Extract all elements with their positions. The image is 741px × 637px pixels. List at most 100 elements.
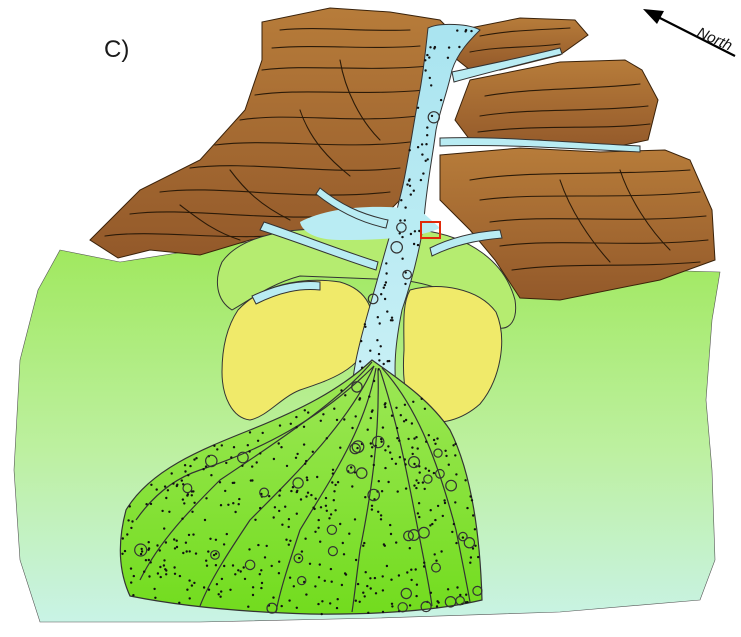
stipple-dot [412, 401, 414, 403]
stipple-dot [284, 506, 286, 508]
stipple-dot [317, 527, 319, 529]
stipple-dot [306, 476, 308, 478]
stipple-dot [379, 322, 381, 324]
stipple-dot [384, 402, 386, 404]
stipple-dot [428, 56, 430, 58]
stipple-dot [326, 437, 328, 439]
stipple-dot [348, 533, 350, 535]
stipple-dot [296, 607, 298, 609]
stipple-dot [130, 567, 132, 569]
stipple-dot [223, 565, 225, 567]
stipple-dot [286, 465, 288, 467]
stipple-dot [221, 444, 223, 446]
stipple-dot [213, 554, 215, 556]
stipple-dot [389, 524, 391, 526]
stipple-dot [389, 451, 391, 453]
stipple-dot [173, 566, 175, 568]
stipple-dot [429, 77, 431, 79]
stipple-dot [273, 458, 275, 460]
stipple-dot [251, 465, 253, 467]
stipple-dot [418, 516, 420, 518]
stipple-dot [368, 395, 370, 397]
stipple-dot [257, 544, 259, 546]
stipple-dot [404, 283, 406, 285]
stipple-dot [413, 243, 415, 245]
stipple-dot [124, 550, 126, 552]
stipple-dot [404, 463, 406, 465]
stipple-dot [455, 473, 457, 475]
stipple-dot [319, 563, 321, 565]
stipple-dot [320, 420, 322, 422]
stipple-dot [141, 548, 143, 550]
stipple-dot [414, 230, 416, 232]
stipple-dot [421, 143, 423, 145]
stipple-dot [355, 600, 357, 602]
stipple-dot [325, 505, 327, 507]
stipple-dot [406, 571, 408, 573]
stipple-dot [303, 426, 305, 428]
stipple-dot [405, 419, 407, 421]
stipple-dot [330, 513, 332, 515]
stipple-dot [191, 584, 193, 586]
stipple-dot [279, 424, 281, 426]
stipple-dot [361, 367, 363, 369]
stipple-dot [127, 519, 129, 521]
stipple-dot [156, 544, 158, 546]
stipple-dot [252, 586, 254, 588]
stipple-dot [229, 589, 231, 591]
stipple-dot [437, 601, 439, 603]
stipple-dot [424, 488, 426, 490]
stipple-dot [296, 491, 298, 493]
stipple-dot [171, 472, 173, 474]
stipple-dot [220, 590, 222, 592]
stipple-dot [371, 505, 373, 507]
stipple-dot [377, 511, 379, 513]
stipple-dot [221, 578, 223, 580]
stipple-dot [130, 527, 132, 529]
stipple-dot [257, 440, 259, 442]
stipple-dot [334, 484, 336, 486]
stipple-dot [337, 598, 339, 600]
stipple-dot [165, 497, 167, 499]
stipple-dot [357, 583, 359, 585]
stipple-dot [406, 183, 408, 185]
stipple-dot [186, 494, 188, 496]
stipple-dot [157, 572, 159, 574]
stipple-dot [395, 407, 397, 409]
stipple-dot [329, 602, 331, 604]
stipple-dot [278, 561, 280, 563]
stipple-dot [278, 510, 280, 512]
stipple-dot [320, 506, 322, 508]
stipple-dot [366, 585, 368, 587]
stipple-dot [404, 219, 406, 221]
stipple-dot [321, 613, 323, 615]
stipple-dot [159, 566, 161, 568]
stipple-dot [187, 474, 189, 476]
stipple-dot [454, 443, 456, 445]
stipple-dot [354, 518, 356, 520]
stipple-dot [238, 498, 240, 500]
stipple-dot [401, 258, 403, 260]
stipple-dot [181, 479, 183, 481]
stipple-dot [234, 511, 236, 513]
stipple-dot [216, 448, 218, 450]
stipple-dot [183, 502, 185, 504]
stipple-dot [443, 499, 445, 501]
stipple-dot [343, 553, 345, 555]
stipple-dot [430, 84, 432, 86]
stipple-dot [456, 586, 458, 588]
stipple-dot [296, 453, 298, 455]
stipple-dot [474, 528, 476, 530]
stipple-dot [121, 553, 123, 555]
stipple-dot [216, 583, 218, 585]
stipple-dot [279, 489, 281, 491]
stipple-dot [362, 545, 364, 547]
stipple-dot [240, 570, 242, 572]
stipple-dot [360, 340, 362, 342]
stipple-dot [209, 538, 211, 540]
stipple-dot [444, 502, 446, 504]
stipple-dot [383, 363, 385, 365]
stipple-dot [364, 326, 366, 328]
stipple-dot [355, 559, 357, 561]
stipple-dot [189, 465, 191, 467]
